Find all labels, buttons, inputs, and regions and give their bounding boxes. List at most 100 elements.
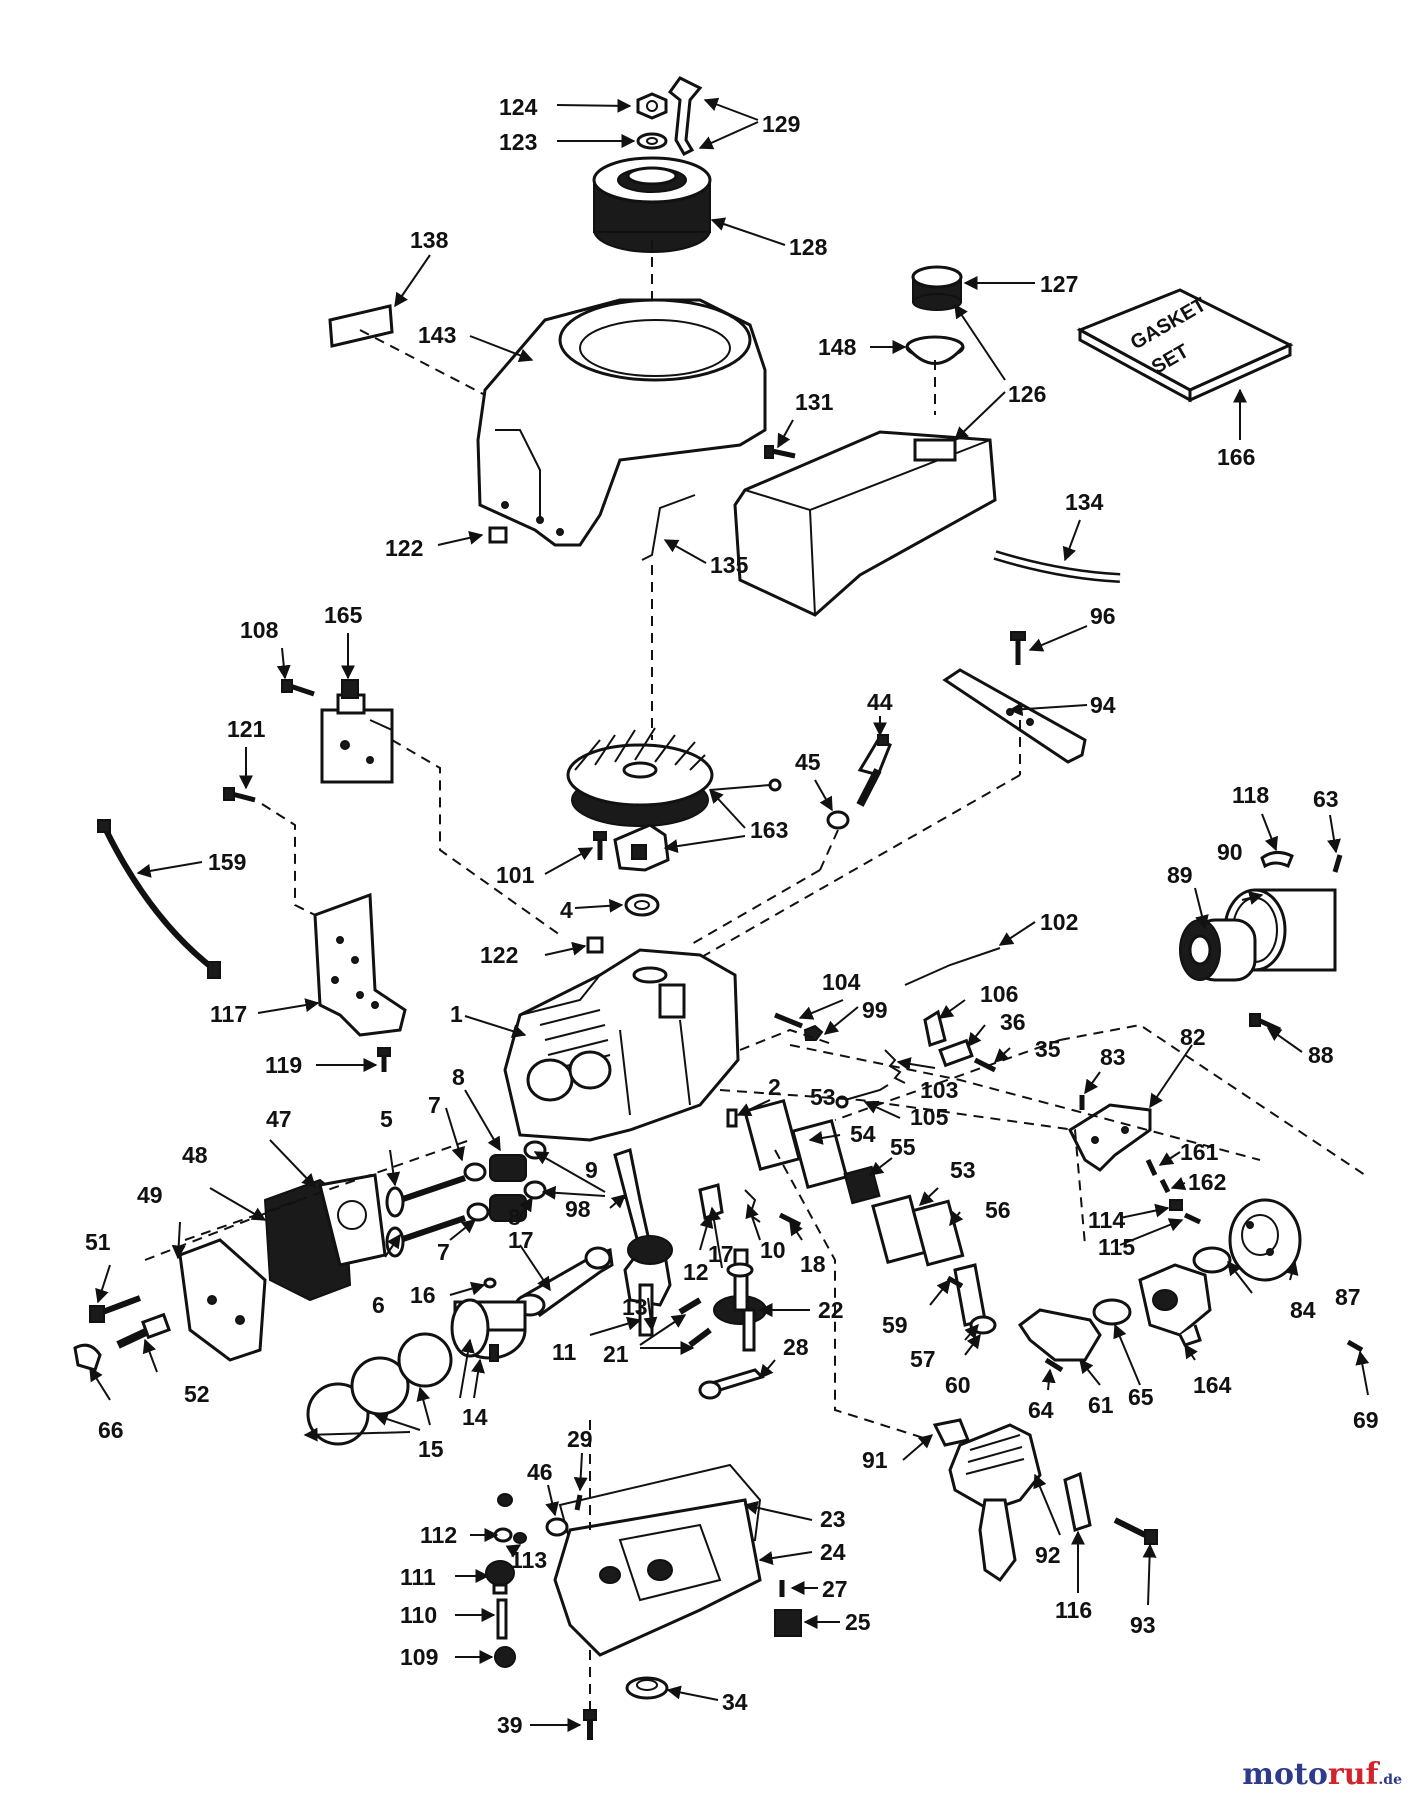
part-69-screw [1346, 1339, 1364, 1353]
label-99: 99 [862, 997, 888, 1023]
label-83: 83 [1100, 1044, 1126, 1070]
label-108: 108 [240, 617, 279, 643]
part-126-fuel-tank [733, 430, 997, 617]
label-57: 57 [910, 1346, 936, 1372]
label-143: 143 [418, 322, 456, 348]
part-127-fuel-cap [911, 265, 963, 311]
part-161-screw [1145, 1158, 1158, 1177]
label-66: 66 [98, 1417, 124, 1443]
label-127: 127 [1040, 271, 1078, 297]
label-1: 1 [450, 1001, 463, 1027]
label-163: 163 [750, 817, 788, 843]
label-104: 104 [822, 969, 861, 995]
part-82-bracket [1068, 1103, 1152, 1172]
part-63-screw [1332, 854, 1343, 873]
label-17-upper: 17 [508, 1227, 534, 1253]
part-65-gasket [1092, 1298, 1132, 1326]
part-60-gasket [969, 1315, 997, 1335]
part-129-pin [667, 76, 703, 156]
label-84: 84 [1290, 1297, 1316, 1323]
part-96-screw [1010, 631, 1026, 665]
label-123: 123 [499, 129, 537, 155]
label-118: 118 [1232, 782, 1269, 808]
label-114: 114 [1088, 1207, 1125, 1233]
part-106-lever [923, 1009, 947, 1047]
label-29: 29 [567, 1426, 593, 1452]
label-54: 54 [850, 1121, 876, 1147]
label-91: 91 [862, 1447, 888, 1473]
label-135: 135 [710, 552, 749, 578]
label-148: 148 [818, 334, 857, 360]
watermark-part1: moto [1242, 1757, 1328, 1792]
part-9-keeper-lower [523, 1180, 547, 1200]
label-34: 34 [722, 1689, 748, 1715]
part-17-connecting-rod [514, 1246, 614, 1318]
part-104-screw [774, 1012, 803, 1029]
part-131-screw [764, 445, 796, 459]
part-87-air-cleaner-base [1228, 1198, 1302, 1282]
label-8-lower: 8 [508, 1204, 521, 1230]
label-124: 124 [499, 94, 538, 120]
part-93-bolt [1113, 1517, 1158, 1545]
label-25: 25 [845, 1609, 871, 1635]
label-164: 164 [1193, 1372, 1232, 1398]
label-93: 93 [1130, 1612, 1156, 1638]
label-28: 28 [783, 1334, 809, 1360]
label-21: 21 [603, 1341, 629, 1367]
part-163-armature [613, 823, 670, 872]
part-21-tappet-1 [678, 1297, 702, 1315]
watermark-part2: ruf [1327, 1757, 1379, 1792]
part-56-cover [911, 1199, 965, 1267]
label-88: 88 [1308, 1042, 1334, 1068]
label-111: 111 [400, 1564, 436, 1590]
label-11: 11 [552, 1339, 577, 1365]
part-112-washer [497, 1493, 513, 1507]
part-122-clip-lower [586, 936, 604, 954]
label-7-lower: 7 [437, 1239, 450, 1265]
label-22: 22 [818, 1297, 844, 1323]
label-61: 61 [1088, 1392, 1114, 1418]
label-35: 35 [1035, 1036, 1061, 1062]
parts-illustrations: GASKET SET [73, 76, 1366, 1740]
label-110: 110 [400, 1602, 437, 1628]
label-17-lower: 17 [708, 1241, 734, 1267]
label-6: 6 [372, 1292, 385, 1318]
label-51: 51 [85, 1229, 111, 1255]
part-122-clip-upper [488, 526, 508, 544]
label-44: 44 [867, 689, 893, 715]
part-165-starter [320, 679, 394, 784]
part-99-nut [803, 1024, 824, 1041]
label-112: 112 [420, 1522, 457, 1548]
watermark-logo: motoruf.de [1242, 1757, 1402, 1792]
part-102-governor-link [904, 947, 1001, 986]
label-52: 52 [184, 1381, 210, 1407]
part-36-clamp [938, 1038, 974, 1068]
label-113: 113 [510, 1547, 547, 1573]
part-123-washer [636, 132, 668, 150]
label-69: 69 [1353, 1407, 1379, 1433]
part-5-intake-valve [385, 1175, 466, 1218]
label-7-upper: 7 [428, 1092, 441, 1118]
label-27: 27 [822, 1576, 848, 1602]
label-8-upper: 8 [452, 1064, 465, 1090]
label-47: 47 [266, 1106, 292, 1132]
part-45-washer [826, 810, 850, 830]
label-63: 63 [1313, 786, 1339, 812]
part-16-piston-pin-clip [483, 1277, 497, 1289]
part-89-filter-element [1179, 918, 1257, 982]
part-54-breather [791, 1119, 849, 1190]
part-64-screw [1044, 1357, 1064, 1373]
part-53-gasket-upper [743, 1099, 801, 1171]
label-49: 49 [137, 1182, 163, 1208]
part-34-oil-seal [625, 1676, 669, 1700]
label-117: 117 [210, 1001, 247, 1027]
part-117-bracket [313, 892, 407, 1037]
label-36: 36 [1000, 1009, 1026, 1035]
part-116-lock [1063, 1471, 1092, 1532]
part-8-spring-upper [489, 1154, 527, 1182]
label-65: 65 [1128, 1384, 1154, 1410]
part-55-filter [843, 1165, 881, 1205]
part-24-engine-base [553, 1498, 762, 1657]
label-128: 128 [789, 234, 828, 260]
